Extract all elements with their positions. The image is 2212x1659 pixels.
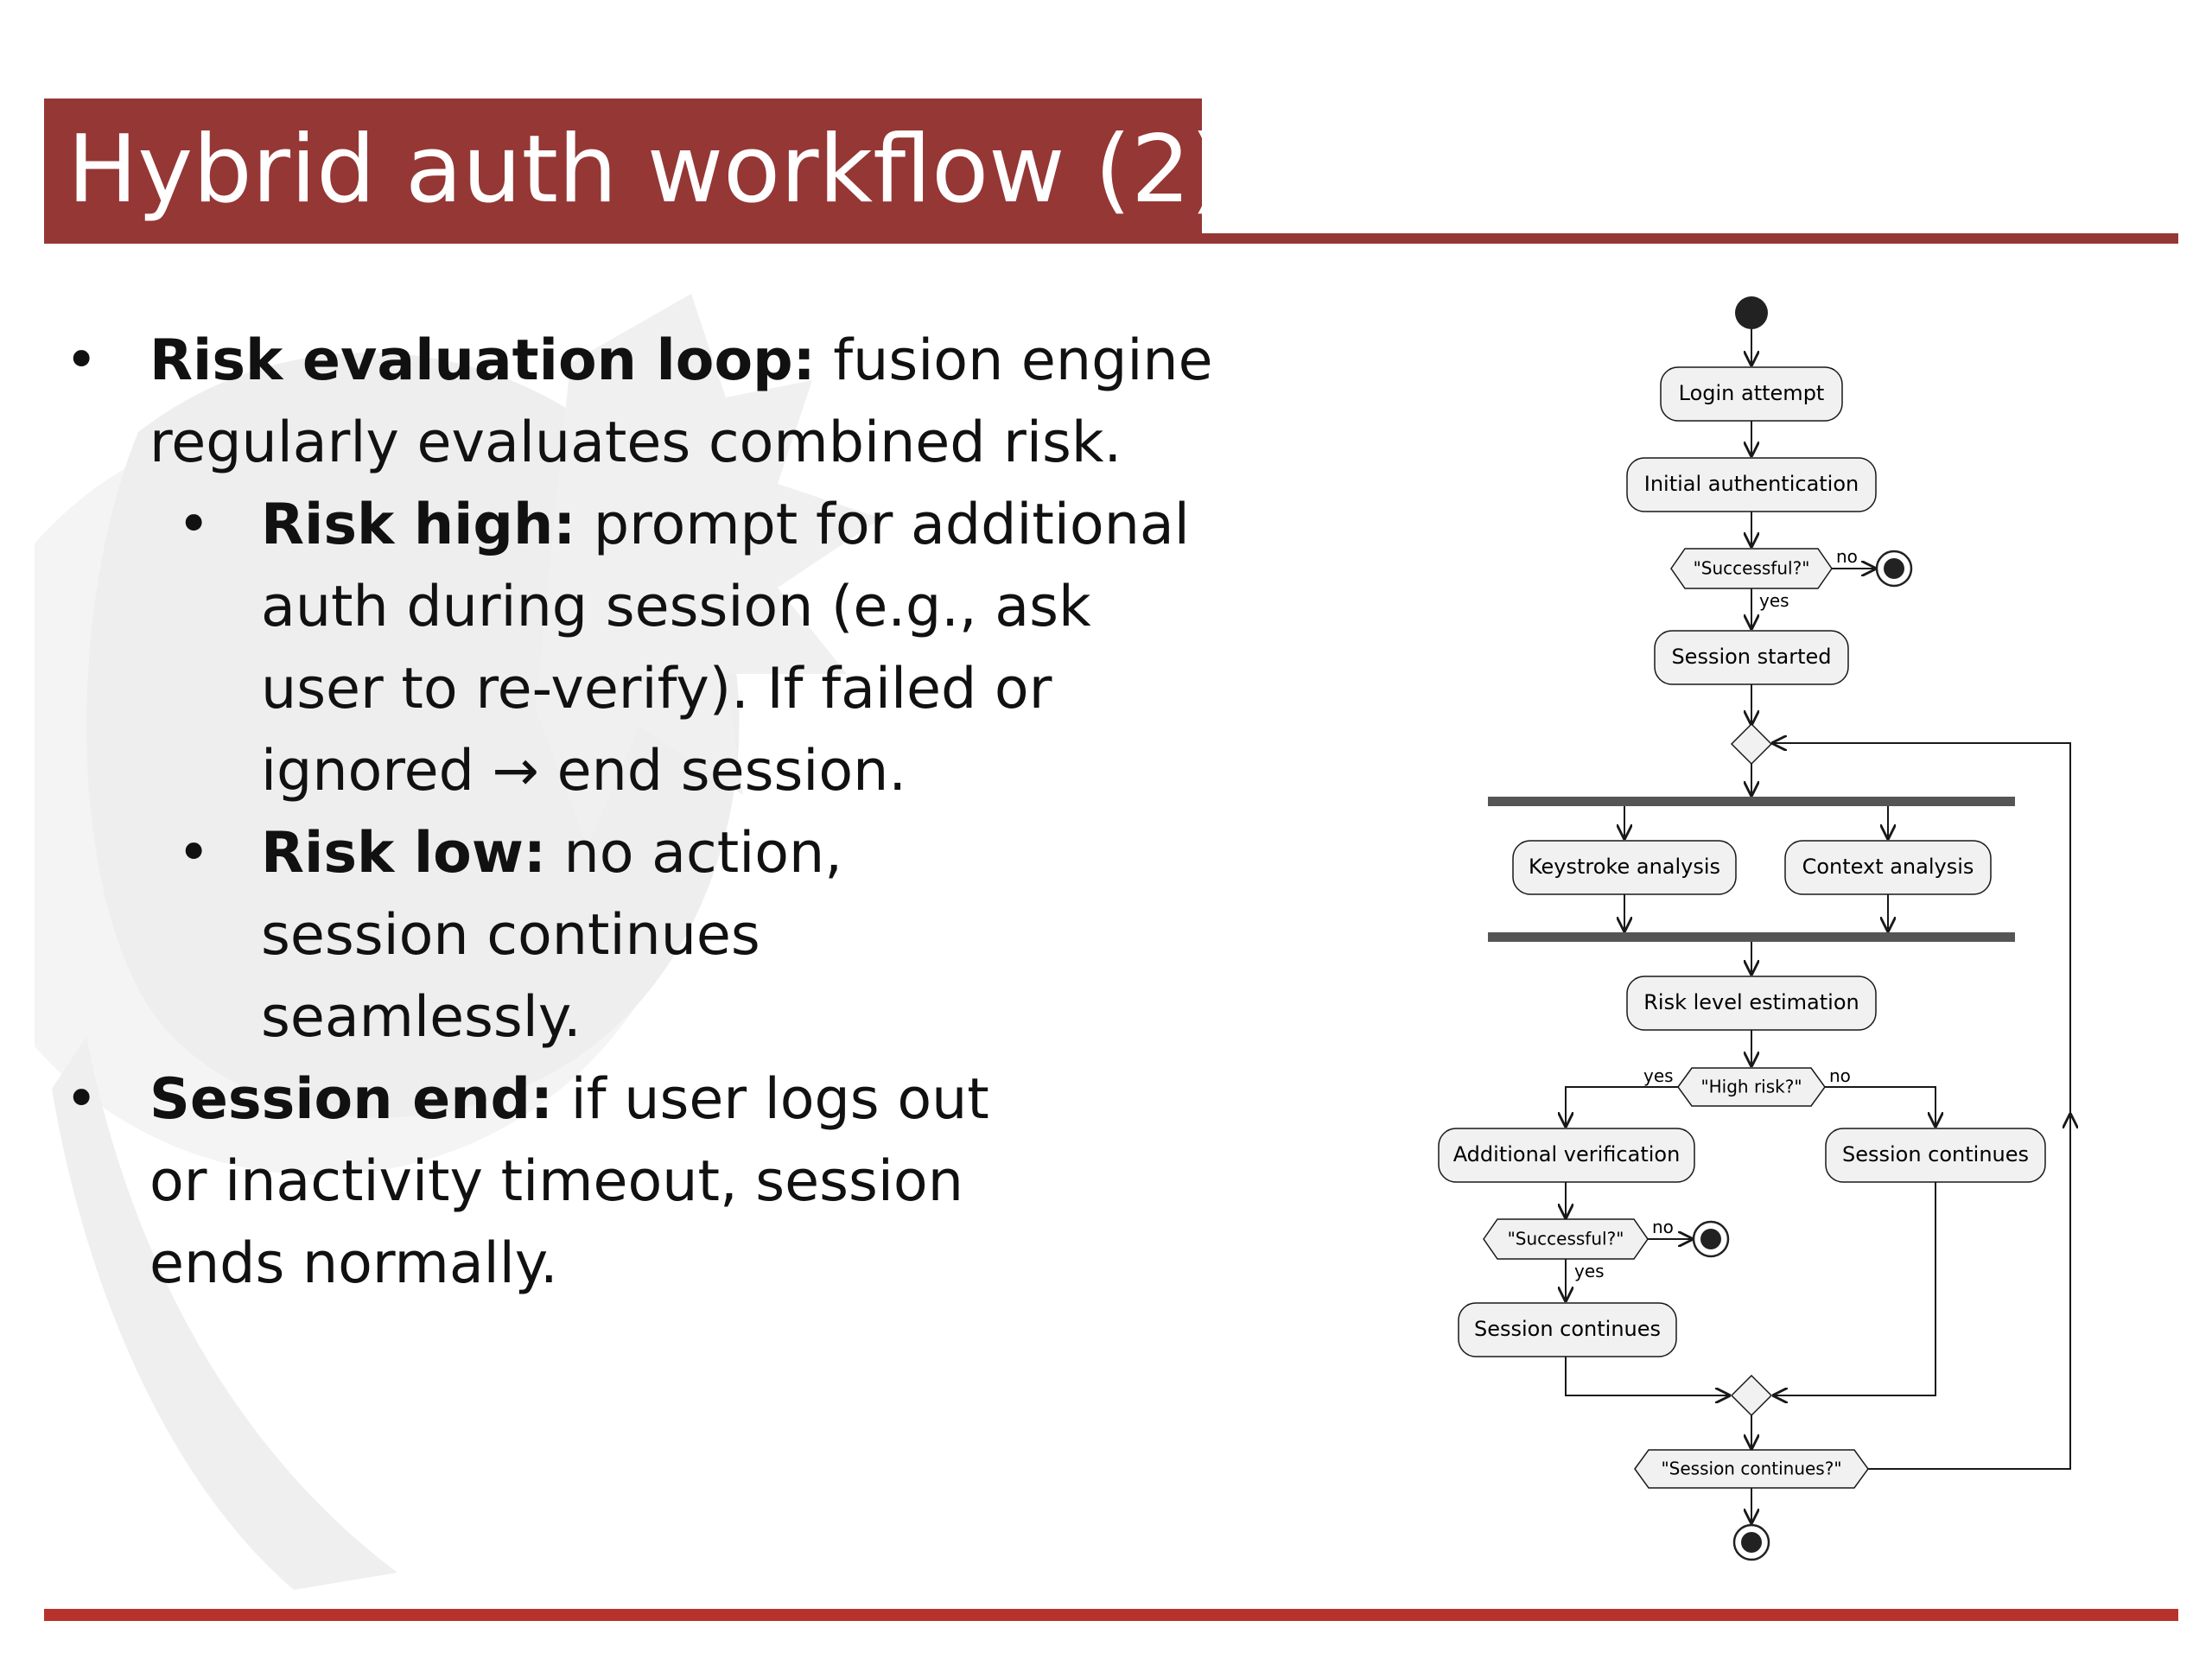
edge-label-yes: yes: [1759, 590, 1789, 611]
bullet-text: prompt for additional auth during sessio…: [261, 493, 1190, 804]
decision-label: "Session continues?": [1661, 1459, 1841, 1479]
edge: [1565, 1357, 1729, 1395]
end-node-inner: [1700, 1229, 1721, 1249]
merge-diamond-loop: [1730, 722, 1773, 766]
bullet-text: no action, session continues seamlessly.: [261, 821, 842, 1050]
node-label: Login attempt: [1679, 381, 1825, 405]
decision-label: "Successful?": [1508, 1229, 1624, 1249]
slide-title: Hybrid auth workflow (2): [67, 116, 1227, 224]
bullet-risk-high: • Risk high: prompt for additional auth …: [0, 484, 1227, 812]
edge-label-no: no: [1836, 546, 1858, 567]
edge-label-yes: yes: [1643, 1065, 1674, 1086]
edge-label-no: no: [1652, 1217, 1674, 1237]
final-end-node-inner: [1741, 1532, 1762, 1553]
footer-rule: [44, 1609, 2178, 1621]
bullet-heading: Session end:: [149, 1067, 553, 1132]
bullet-session-end: • Session end: if user logs out or inact…: [0, 1058, 1227, 1305]
end-node-inner: [1884, 558, 1904, 579]
node-label: Session started: [1671, 645, 1831, 669]
node-label: Risk level estimation: [1643, 990, 1859, 1014]
bullet-marker: •: [65, 1067, 99, 1132]
bullet-marker: •: [177, 821, 211, 886]
bullet-heading: Risk low:: [261, 821, 546, 886]
node-label: Keystroke analysis: [1529, 855, 1720, 879]
bullet-list: • Risk evaluation loop: fusion engine re…: [0, 320, 1227, 1305]
bullet-text: fusion engine regularly evaluates combin…: [149, 328, 1213, 475]
fork-bar: [1488, 797, 2015, 806]
merge-diamond-bottom: [1730, 1374, 1773, 1417]
edge: [1774, 1182, 1936, 1395]
bullet-risk-low: • Risk low: no action, session continues…: [0, 812, 1227, 1058]
bullet-heading: Risk evaluation loop:: [149, 328, 816, 393]
node-label: Session continues: [1842, 1142, 2029, 1166]
bullet-marker: •: [65, 328, 99, 393]
start-node: [1735, 296, 1768, 329]
decision-label: "Successful?": [1694, 558, 1810, 579]
edge-no-high: [1825, 1086, 1936, 1126]
decision-label: "High risk?": [1700, 1077, 1802, 1097]
node-label: Additional verification: [1453, 1142, 1681, 1166]
node-label: Session continues: [1474, 1317, 1661, 1341]
title-bar: [44, 99, 1202, 233]
node-session-continues-left: [1458, 1302, 1677, 1357]
join-bar: [1488, 932, 2015, 942]
title-underline: [44, 233, 2178, 244]
edge-yes-high: [1566, 1086, 1678, 1126]
bullet-risk-evaluation: • Risk evaluation loop: fusion engine re…: [0, 320, 1227, 484]
bullet-marker: •: [177, 493, 211, 557]
bullet-text: if user logs out or inactivity timeout, …: [149, 1067, 989, 1296]
edge-loop-back: [1773, 743, 2071, 1470]
bullet-heading: Risk high:: [261, 493, 576, 557]
node-label: Context analysis: [1802, 855, 1974, 879]
edge-label-yes: yes: [1574, 1261, 1605, 1281]
edge-label-no: no: [1829, 1065, 1851, 1086]
node-label: Initial authentication: [1644, 472, 1859, 496]
